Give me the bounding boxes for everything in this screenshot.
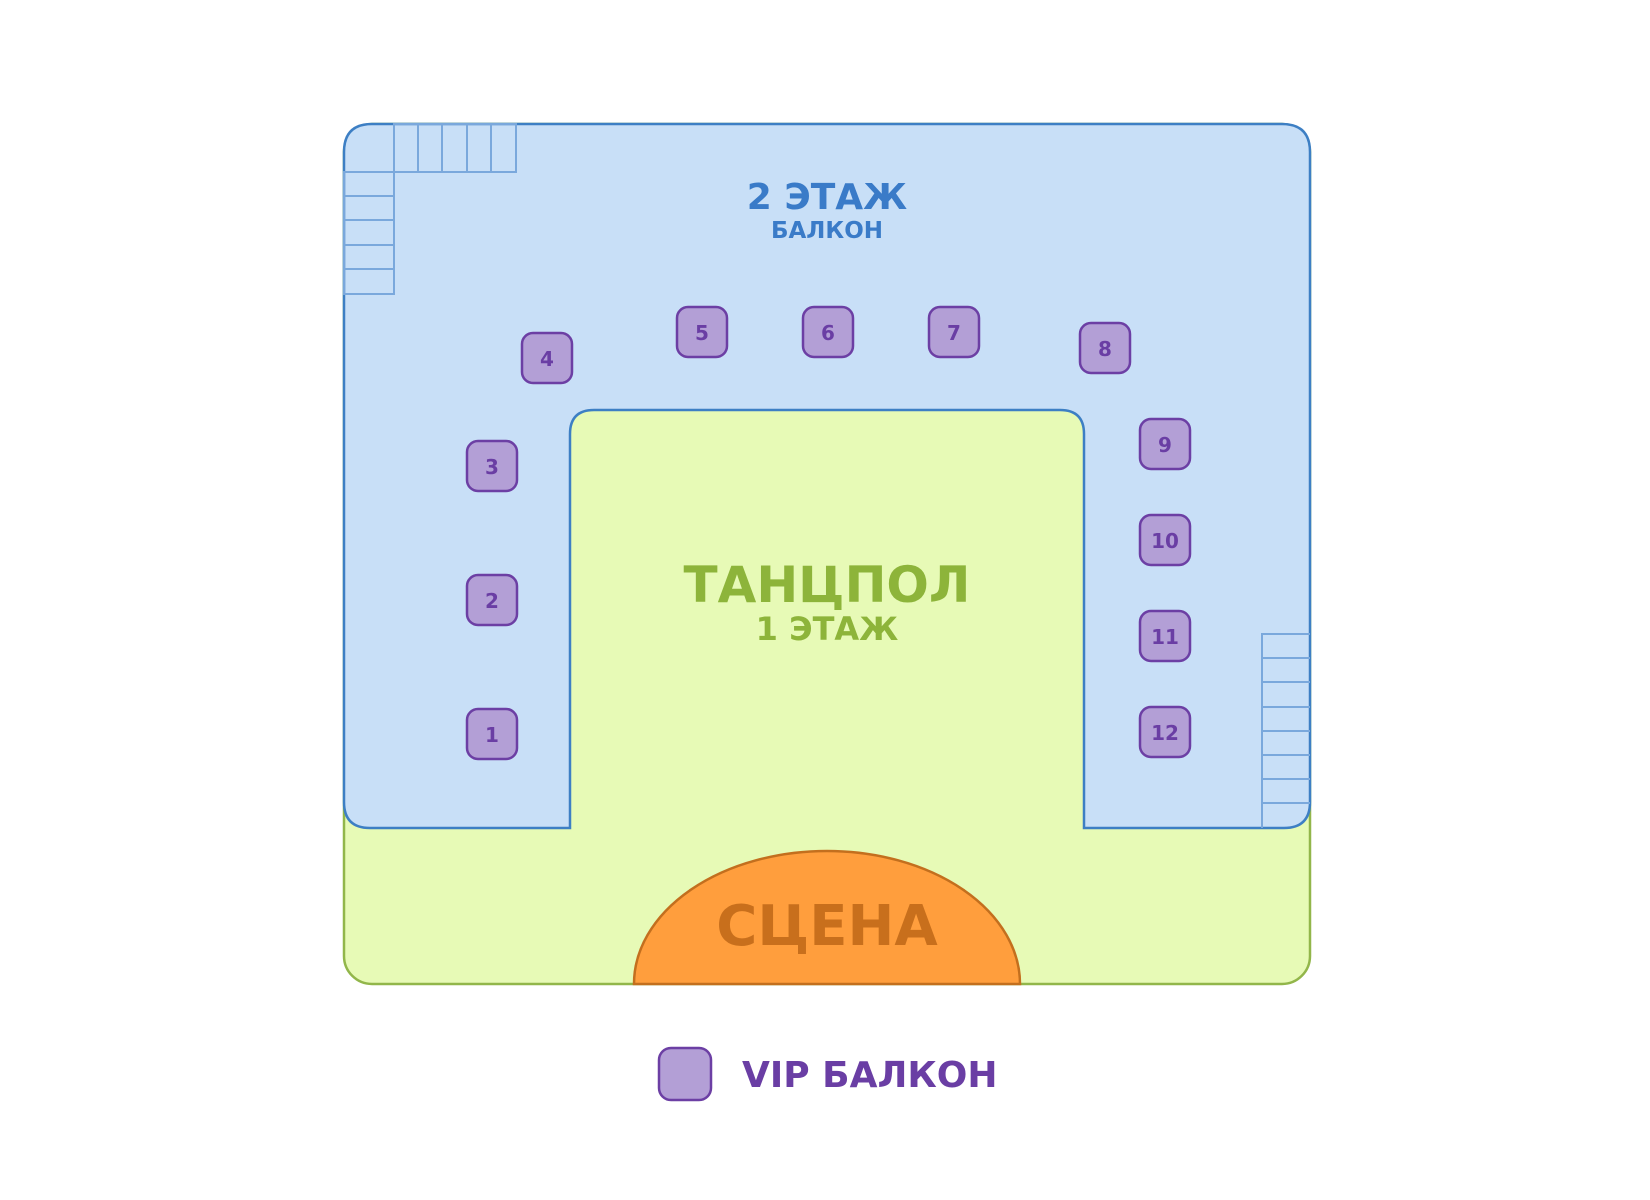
legend-label: VIP БАЛКОН <box>742 1055 998 1096</box>
vip-table[interactable]: 6 <box>801 305 855 359</box>
vip-table[interactable]: 3 <box>465 439 519 493</box>
vip-table-number: 9 <box>1158 433 1172 457</box>
vip-table[interactable]: 2 <box>465 573 519 627</box>
balcony-area <box>342 122 1312 830</box>
vip-table-number: 8 <box>1098 337 1112 361</box>
balcony-subtitle: БАЛКОН <box>771 218 883 244</box>
vip-table-number: 12 <box>1151 721 1179 745</box>
dancefloor-title: ТАНЦПОЛ <box>684 556 971 614</box>
stage <box>632 849 1022 986</box>
legend-swatch <box>657 1046 713 1102</box>
legend: VIP БАЛКОН <box>657 1046 998 1102</box>
stage-label: СЦЕНА <box>716 894 938 959</box>
vip-table-number: 10 <box>1151 529 1179 553</box>
stairs-top-left <box>393 123 517 173</box>
vip-table[interactable]: 9 <box>1138 417 1192 471</box>
stairs-left-vertical <box>343 171 395 295</box>
vip-table[interactable]: 8 <box>1078 321 1132 375</box>
vip-table[interactable]: 12 <box>1138 705 1192 759</box>
vip-table[interactable]: 5 <box>675 305 729 359</box>
dancefloor-subtitle: 1 ЭТАЖ <box>756 610 899 648</box>
vip-table-number: 4 <box>540 347 554 371</box>
vip-table[interactable]: 7 <box>927 305 981 359</box>
vip-table-number: 1 <box>485 723 499 747</box>
vip-table[interactable]: 1 <box>465 707 519 761</box>
vip-table-number: 7 <box>947 321 961 345</box>
vip-table[interactable]: 10 <box>1138 513 1192 567</box>
stairs-bottom-right <box>1261 633 1310 828</box>
vip-table-number: 6 <box>821 321 835 345</box>
vip-table[interactable]: 11 <box>1138 609 1192 663</box>
vip-table-number: 2 <box>485 589 499 613</box>
vip-table-number: 11 <box>1151 625 1179 649</box>
balcony-title: 2 ЭТАЖ <box>747 177 908 218</box>
vip-table[interactable]: 4 <box>520 331 574 385</box>
vip-table-number: 5 <box>695 321 709 345</box>
vip-table-number: 3 <box>485 455 499 479</box>
